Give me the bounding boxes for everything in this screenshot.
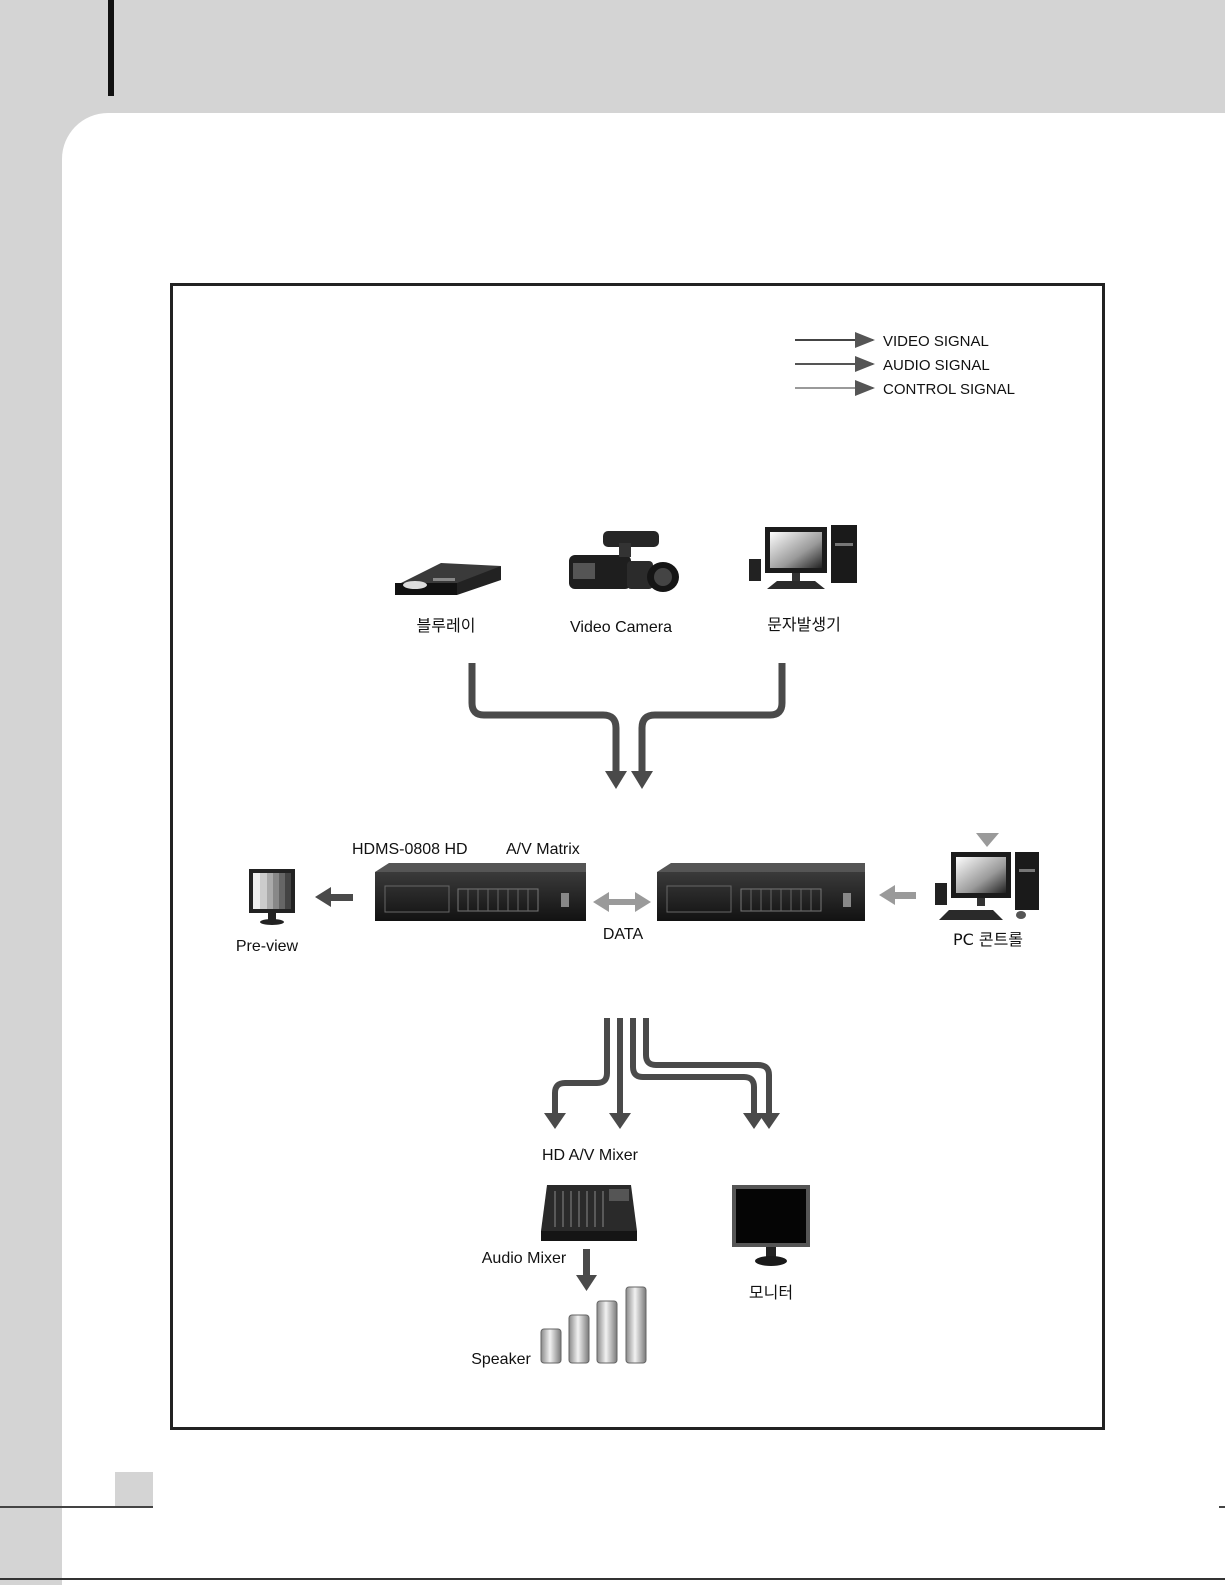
legend-audio-label: AUDIO SIGNAL [883, 357, 990, 374]
diagram-frame: VIDEO SIGNAL AUDIO SIGNAL CONTROL SIGNAL… [170, 283, 1105, 1430]
matrix-model-label: HDMS-0808 HD [352, 841, 468, 858]
data-link-label: DATA [603, 926, 644, 943]
hd-mixer-label: HD A/V Mixer [542, 1147, 639, 1164]
speaker-feed-arrow [576, 1249, 597, 1291]
input-arrowhead-left [605, 771, 627, 789]
output-arrowhead-4 [758, 1113, 780, 1129]
bottom-rule [0, 1578, 1225, 1580]
system-diagram: VIDEO SIGNAL AUDIO SIGNAL CONTROL SIGNAL… [173, 286, 1102, 1427]
pc-control-label: PC 콘트롤 [953, 930, 1023, 949]
speaker-array-icon [541, 1287, 646, 1363]
input-flow-arrows [472, 663, 782, 773]
legend-video-label: VIDEO SIGNAL [883, 333, 989, 350]
bluray-player-icon [395, 563, 501, 595]
matrix-unit-primary [375, 863, 586, 921]
output-flow-arrows [555, 1018, 769, 1115]
camera-label: Video Camera [570, 619, 672, 636]
matrix-type-label: A/V Matrix [506, 841, 580, 858]
preview-monitor-icon [249, 869, 295, 925]
pc-control-arrow [879, 885, 916, 905]
data-link-arrow [593, 892, 651, 912]
audio-mixer-icon [541, 1185, 637, 1241]
output-arrowhead-2 [609, 1113, 631, 1129]
input-arrowhead-right [631, 771, 653, 789]
character-generator-pc-icon [749, 525, 857, 589]
speaker-label: Speaker [471, 1351, 531, 1368]
char-gen-label: 문자발생기 [767, 615, 841, 634]
chapter-marker [108, 0, 114, 96]
matrix-unit-secondary [657, 863, 865, 921]
monitor-icon [732, 1185, 810, 1266]
preview-arrow [315, 887, 353, 907]
video-camera-icon [569, 531, 679, 592]
pc-control-computer-icon [935, 852, 1039, 920]
monitor-label: 모니터 [749, 1283, 793, 1302]
page-number-tab [115, 1472, 153, 1508]
output-arrowhead-1 [544, 1113, 566, 1129]
audio-mixer-label: Audio Mixer [482, 1250, 567, 1267]
footer-rule-right [1219, 1506, 1225, 1508]
legend: VIDEO SIGNAL AUDIO SIGNAL CONTROL SIGNAL [795, 333, 1015, 398]
footer-rule-left [0, 1506, 153, 1508]
bluray-label: 블루레이 [417, 616, 476, 635]
preview-label: Pre-view [236, 938, 299, 955]
legend-control-label: CONTROL SIGNAL [883, 381, 1015, 398]
pc-control-indicator [976, 833, 999, 847]
